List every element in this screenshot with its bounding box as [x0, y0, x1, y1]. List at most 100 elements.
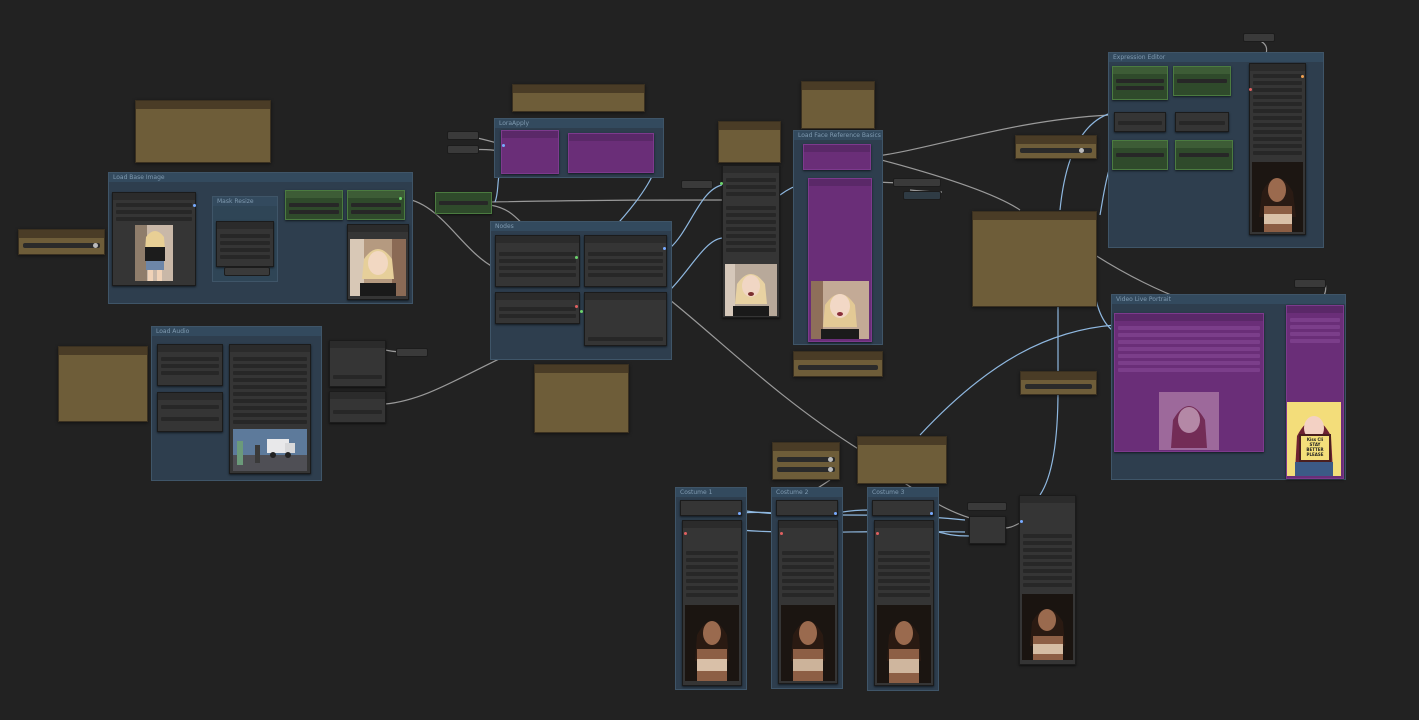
primitive-node[interactable]	[224, 267, 270, 276]
video-node[interactable]	[229, 344, 311, 474]
input-pill-2[interactable]	[447, 145, 479, 154]
group-title: Costume 1	[676, 488, 746, 497]
video-combine-node[interactable]	[722, 165, 780, 318]
port-dot[interactable]	[580, 310, 583, 313]
green-node-1[interactable]	[285, 190, 343, 220]
note-mid-small[interactable]	[718, 121, 781, 163]
port-dot[interactable]	[834, 512, 837, 515]
expression-preview	[1252, 162, 1303, 232]
note-center-bottom[interactable]	[534, 364, 629, 433]
port-dot[interactable]	[1020, 520, 1023, 523]
center-node-1[interactable]	[495, 235, 580, 287]
audio-node-2[interactable]	[157, 392, 223, 432]
input-pill-5[interactable]	[903, 191, 941, 200]
port-dot[interactable]	[663, 247, 666, 250]
group-title: Load Audio	[152, 327, 321, 336]
video-thumbnail	[233, 429, 307, 471]
center-node-4[interactable]	[584, 292, 667, 346]
port-dot[interactable]	[930, 512, 933, 515]
note-large-center-right[interactable]	[972, 211, 1097, 307]
lora-node-1[interactable]	[501, 130, 559, 174]
note-face-top[interactable]	[801, 81, 875, 129]
green-node-2[interactable]	[347, 190, 405, 220]
green-node-3[interactable]	[435, 192, 492, 214]
port-dot[interactable]	[738, 512, 741, 515]
expr-green-4[interactable]	[1175, 140, 1233, 170]
center-node-2[interactable]	[584, 235, 667, 287]
note-expression-slider[interactable]	[1015, 135, 1097, 159]
batch-images-node[interactable]	[969, 516, 1006, 544]
final-output-node[interactable]	[1019, 495, 1076, 665]
input-pill-1[interactable]	[447, 131, 479, 140]
center-node-3[interactable]	[495, 292, 580, 324]
expr-green-3[interactable]	[1112, 140, 1168, 170]
reroute-node[interactable]	[396, 348, 428, 357]
group-title: Costume 2	[772, 488, 842, 497]
group-title: Expression Editor	[1109, 53, 1323, 62]
port-dot[interactable]	[399, 197, 402, 200]
note-costume-controls[interactable]	[772, 442, 840, 480]
port-dot[interactable]	[1249, 88, 1252, 91]
group-title: Costume 3	[868, 488, 938, 497]
costume-1-preview	[685, 605, 739, 681]
base-image-thumbnail	[135, 225, 173, 281]
input-pill-3[interactable]	[681, 180, 713, 189]
live-portrait-preview	[1159, 392, 1219, 450]
face-node-1[interactable]	[803, 144, 871, 170]
port-dot[interactable]	[502, 144, 505, 147]
note-costume-top[interactable]	[857, 436, 947, 484]
costume-3-node-a[interactable]	[872, 500, 934, 516]
port-dot[interactable]	[876, 532, 879, 535]
port-dot[interactable]	[193, 204, 196, 207]
expr-green-2[interactable]	[1173, 66, 1231, 96]
costume-2-node-b[interactable]	[778, 520, 838, 684]
input-pill-8[interactable]	[967, 502, 1007, 511]
input-pill-7[interactable]	[1294, 279, 1326, 288]
group-title: Load Face Reference Basics	[794, 131, 882, 140]
live-portrait-output[interactable]: Kiss Cli STAY BETTER PLEASE	[1286, 305, 1344, 479]
expr-green-1[interactable]	[1112, 66, 1168, 100]
expr-node-small-2[interactable]	[1175, 112, 1229, 132]
sticker-sign: Kiss Cli STAY BETTER PLEASE	[1299, 434, 1331, 462]
face-reference-image	[811, 281, 869, 339]
port-dot[interactable]	[1301, 75, 1304, 78]
group-title: Load Base Image	[109, 173, 412, 182]
preview-image-node[interactable]	[347, 224, 409, 300]
video-combine-preview	[725, 264, 777, 316]
audio-out-node-2[interactable]	[329, 391, 386, 423]
note-left-audio[interactable]	[58, 346, 148, 422]
final-output-preview	[1022, 594, 1073, 660]
costume-2-node-a[interactable]	[776, 500, 838, 516]
note-face-bottom[interactable]	[793, 351, 883, 377]
expression-editor-node[interactable]	[1249, 63, 1306, 235]
note-lora-top[interactable]	[512, 84, 645, 112]
resize-node[interactable]	[216, 221, 274, 267]
port-dot[interactable]	[684, 532, 687, 535]
note-right-slider[interactable]	[1020, 371, 1097, 395]
costume-3-preview	[877, 605, 931, 683]
live-portrait-node[interactable]	[1114, 313, 1264, 452]
group-title: Mask Resize	[213, 197, 277, 206]
audio-out-node-1[interactable]	[329, 340, 386, 387]
port-dot[interactable]	[575, 305, 578, 308]
costume-3-node-b[interactable]	[874, 520, 934, 686]
group-title: LoraApply	[495, 119, 663, 128]
load-image-node[interactable]	[112, 192, 196, 286]
costume-1-node-b[interactable]	[682, 520, 742, 686]
audio-node-1[interactable]	[157, 344, 223, 386]
group-title: Video Live Portrait	[1112, 295, 1345, 304]
port-dot[interactable]	[720, 182, 723, 185]
note-top-left[interactable]	[135, 100, 271, 163]
port-dot[interactable]	[575, 256, 578, 259]
note-left-slider[interactable]	[18, 229, 105, 255]
input-pill-6[interactable]	[1243, 33, 1275, 42]
costume-2-preview	[781, 605, 835, 681]
face-node-2[interactable]	[808, 178, 872, 342]
port-dot[interactable]	[780, 532, 783, 535]
group-title: Nodes	[491, 222, 671, 231]
lora-node-2[interactable]	[568, 133, 654, 173]
expr-node-small-1[interactable]	[1114, 112, 1166, 132]
preview-image-thumbnail	[350, 239, 406, 296]
input-pill-4[interactable]	[893, 178, 941, 187]
costume-1-node-a[interactable]	[680, 500, 742, 516]
